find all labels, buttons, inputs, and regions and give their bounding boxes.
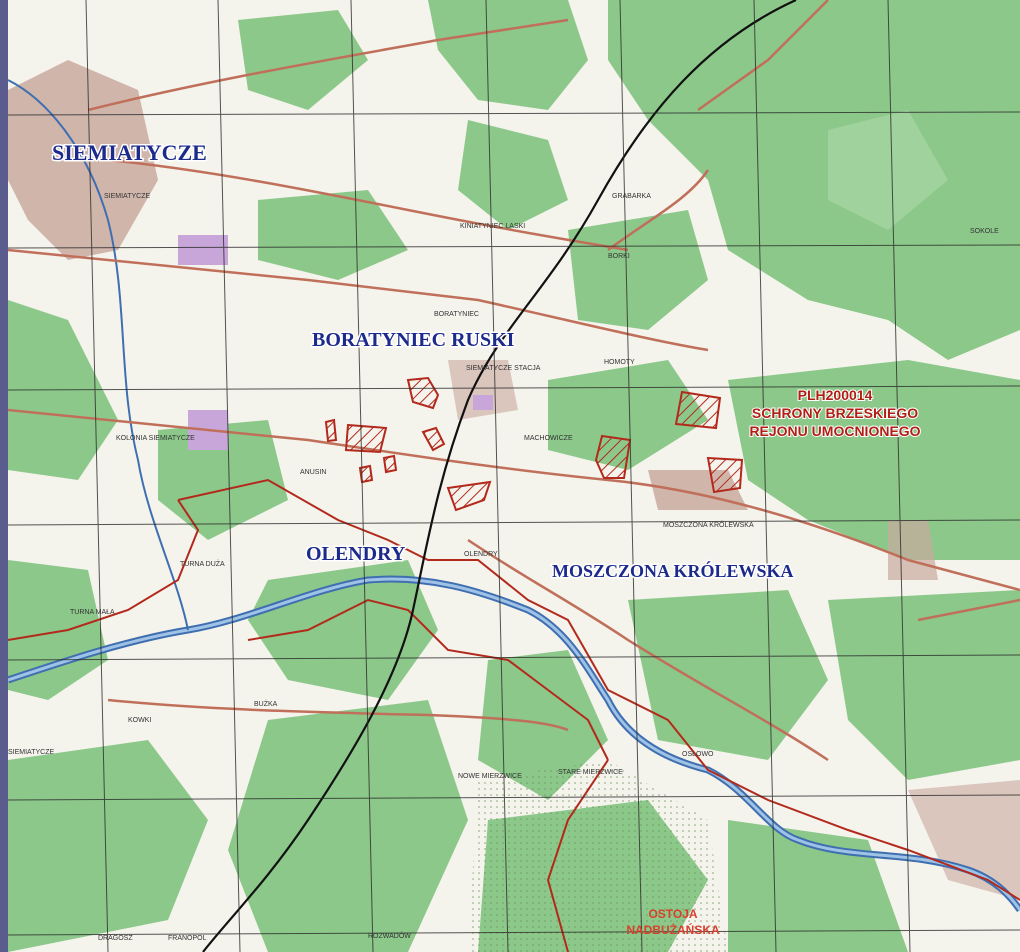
small-label: OSŁOWO xyxy=(682,751,714,758)
small-label: HOMOTY xyxy=(604,359,635,366)
small-label: STARE MIERZWICE xyxy=(558,769,623,776)
small-label: ROZWADÓW xyxy=(368,931,411,940)
map-grid xyxy=(8,0,1020,952)
river-tributary xyxy=(8,79,189,631)
small-label: SIEMIATYCZE xyxy=(8,749,54,756)
small-label: SIEMIATYCZE xyxy=(104,193,150,200)
site-name-line1: SCHRONY BRZESKIEGO xyxy=(752,405,918,421)
small-label: SIEMIATYCZE STACJA xyxy=(466,365,541,372)
small-label: KOLONIA SIEMIATYCZE xyxy=(116,435,195,442)
map-frame: SIEMIATYCZE BORATYNIEC SIEMIATYCZE STACJ… xyxy=(8,0,1020,952)
site-name-line2: REJONU UMOCNIONEGO xyxy=(749,423,920,439)
small-label: SOKOLE xyxy=(970,228,999,235)
plh-site-polygons xyxy=(324,376,744,512)
label-boratyniec-ruski: BORATYNIEC RUSKI xyxy=(312,329,515,351)
small-label: KOWKI xyxy=(128,717,151,724)
small-labels: SIEMIATYCZE BORATYNIEC SIEMIATYCZE STACJ… xyxy=(8,193,999,942)
small-label: TURNA DUŻA xyxy=(180,559,225,568)
site-code-label: PLH200014 xyxy=(798,387,873,403)
roads xyxy=(8,0,1020,762)
label-siemiatycze: SIEMIATYCZE xyxy=(52,140,207,165)
small-label: ANUSIN xyxy=(300,469,326,476)
industrial-areas xyxy=(178,235,493,450)
topographic-map[interactable]: SIEMIATYCZE BORATYNIEC SIEMIATYCZE STACJ… xyxy=(8,0,1020,952)
small-label: NOWE MIERZWICE xyxy=(458,773,522,780)
small-label: KINIATYNIEC LASKI xyxy=(460,223,525,230)
label-olendry: OLENDRY xyxy=(306,543,406,565)
small-label: OLENDRY xyxy=(464,551,498,558)
small-label: MOSZCZONA KRÓLEWSKA xyxy=(663,520,754,529)
label-moszczona-krolewska: MOSZCZONA KRÓLEWSKA xyxy=(552,560,794,581)
railway xyxy=(202,0,797,952)
small-label: BUŻKA xyxy=(254,699,278,708)
small-label: MACHOWICZE xyxy=(524,435,573,442)
small-label: BORKI xyxy=(608,253,630,260)
ostoja-area xyxy=(468,760,728,952)
small-label: BORATYNIEC xyxy=(434,311,479,318)
small-label: FRANOPOL xyxy=(168,935,207,942)
river-bug-inner xyxy=(8,577,1020,911)
small-label: GRABARKA xyxy=(612,193,651,200)
small-label: TURNA MAŁA xyxy=(70,609,115,616)
small-label: DRAGOSZ xyxy=(98,935,133,942)
ostoja-label-line1: OSTOJA xyxy=(648,907,697,921)
ostoja-label-line2: NADBUŻAŃSKA xyxy=(626,922,720,937)
